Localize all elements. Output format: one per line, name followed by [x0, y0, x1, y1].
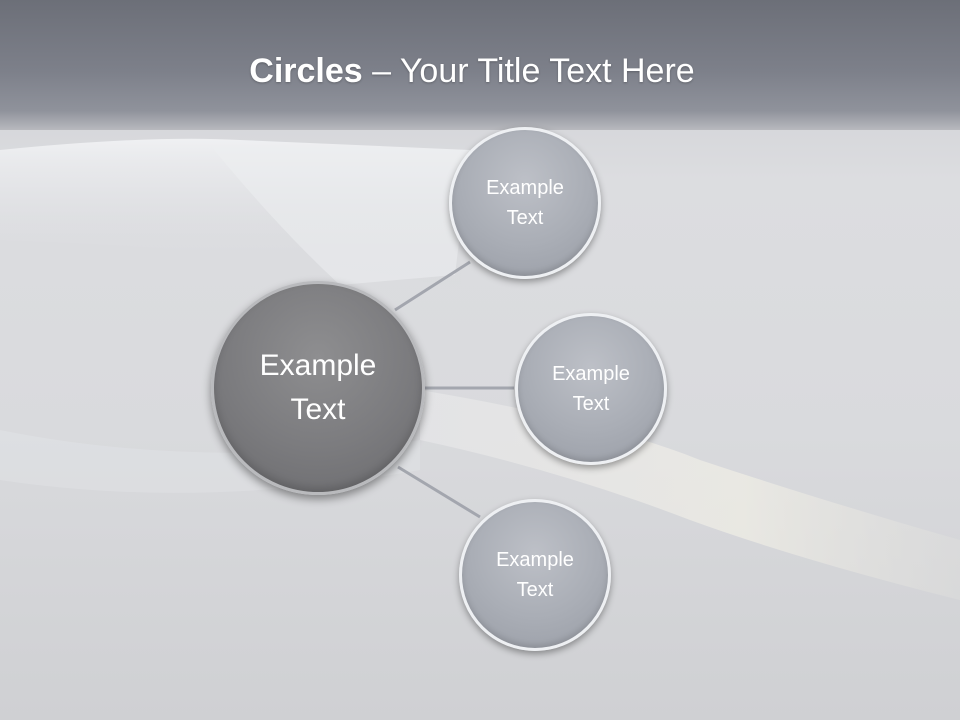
node-middle-text: Example Text [552, 359, 630, 419]
title-bold-part: Circles [249, 52, 363, 90]
title-band [0, 0, 960, 130]
connector-top [394, 260, 471, 312]
node-bottom-line2: Text [516, 579, 554, 601]
connector-bottom [397, 465, 481, 519]
center-text-line2: Text [290, 393, 346, 426]
node-bottom-text: Example Text [496, 545, 574, 605]
node-circle-middle[interactable]: Example Text [515, 313, 667, 465]
node-top-line2: Text [506, 207, 544, 229]
center-circle-text: Example Text [260, 344, 377, 432]
node-circle-top[interactable]: Example Text [449, 127, 601, 279]
node-bottom-line1: Example [496, 549, 574, 571]
center-circle[interactable]: Example Text [211, 281, 425, 495]
title-rest-part: – Your Title Text Here [362, 52, 695, 90]
slide-title: Circles – Your Title Text Here [0, 52, 944, 91]
node-top-text: Example Text [486, 173, 564, 233]
node-circle-bottom[interactable]: Example Text [459, 499, 611, 651]
center-text-line1: Example [259, 349, 377, 382]
node-middle-line2: Text [572, 393, 610, 415]
node-top-line1: Example [486, 177, 564, 199]
node-middle-line1: Example [552, 363, 630, 385]
